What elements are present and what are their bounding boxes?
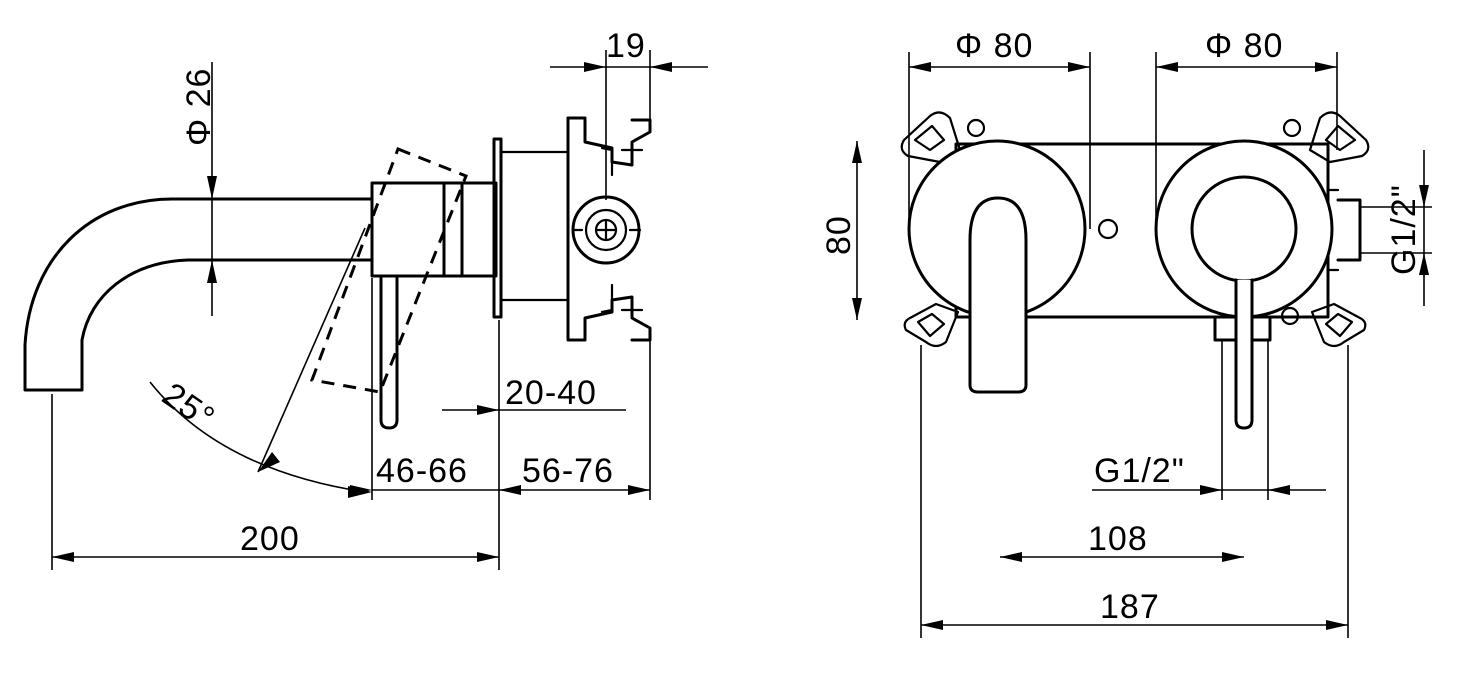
spout-dia-arrow-top — [207, 176, 217, 199]
angle-arrow-1 — [258, 452, 280, 472]
g12-side-arrow-top — [1419, 185, 1429, 207]
total-width-label: 187 — [1100, 588, 1160, 626]
side-view: Φ 26 25° — [23, 27, 708, 570]
side-connection-label: G1/2" — [1385, 184, 1423, 275]
lever-depth-label: 46-66 — [376, 452, 468, 490]
dia80-left-arrow-l — [909, 62, 931, 72]
g12-bottom-arrow-right — [1268, 485, 1290, 495]
plate-depth-label: 19 — [606, 27, 646, 65]
dim108-arrow-left — [1000, 552, 1022, 562]
mounting-ear-bottom-right — [1280, 302, 1367, 348]
spout-length-label: 200 — [240, 520, 300, 558]
angle-ray — [257, 227, 366, 473]
dim200-arrow-right — [477, 552, 499, 562]
body-depth-label: 56-76 — [522, 452, 614, 490]
height-arrow-bottom — [852, 298, 862, 320]
dim2040-arrow — [477, 405, 499, 415]
spout-dia-arrow-bottom — [207, 260, 217, 283]
valve-inner — [584, 208, 628, 252]
dim19-arrow-right — [650, 62, 672, 72]
dim5676-arrow-right — [628, 485, 650, 495]
angle-label: 25° — [155, 375, 221, 437]
front-view: Φ 80 Φ 80 80 G1/2" G1/2" 108 — [820, 27, 1432, 638]
dia80-left-arrow-r — [1068, 62, 1090, 72]
bottom-connection-label: G1/2" — [1094, 452, 1185, 490]
center-distance-label: 108 — [1088, 520, 1148, 558]
wall-plate — [492, 137, 503, 319]
height-label: 80 — [820, 215, 858, 255]
g12-side-arrow-bottom — [1419, 253, 1429, 275]
dim19-arrow-left — [584, 62, 606, 72]
dim5676-arrow-left — [499, 485, 521, 495]
in-wall-box — [566, 116, 652, 342]
dim187-arrow-right — [1326, 620, 1348, 630]
right-rosette-diameter-label: Φ 80 — [1205, 27, 1283, 65]
side-connector — [1336, 198, 1362, 262]
dim108-arrow-right — [1222, 552, 1244, 562]
dia80-right-arrow-l — [1156, 62, 1178, 72]
g12-bottom-arrow-left — [1200, 485, 1222, 495]
body-collar — [442, 181, 464, 278]
spout-front — [968, 196, 1028, 394]
dia80-right-arrow-r — [1315, 62, 1337, 72]
lever-tilted-dashed — [309, 147, 468, 394]
wall-sleeve — [460, 181, 498, 278]
angle-arc — [149, 381, 366, 493]
dim4666-arrow-left — [350, 485, 372, 495]
lever-handle — [379, 274, 399, 430]
center-hole — [1097, 218, 1119, 240]
spout-diameter-label: Φ 26 — [180, 68, 218, 146]
lever-front — [1234, 278, 1254, 430]
spout-outline — [23, 197, 374, 392]
mounting-ear-top-right — [1282, 111, 1370, 164]
mounting-ear-bottom-left — [903, 302, 960, 348]
dim187-arrow-left — [921, 620, 943, 630]
dim200-arrow-left — [52, 552, 74, 562]
wall-range-label: 20-40 — [505, 374, 597, 412]
height-arrow-top — [852, 141, 862, 163]
mixer-body — [370, 181, 446, 278]
connector-flange — [499, 150, 570, 302]
left-rosette-diameter-label: Φ 80 — [955, 27, 1033, 65]
